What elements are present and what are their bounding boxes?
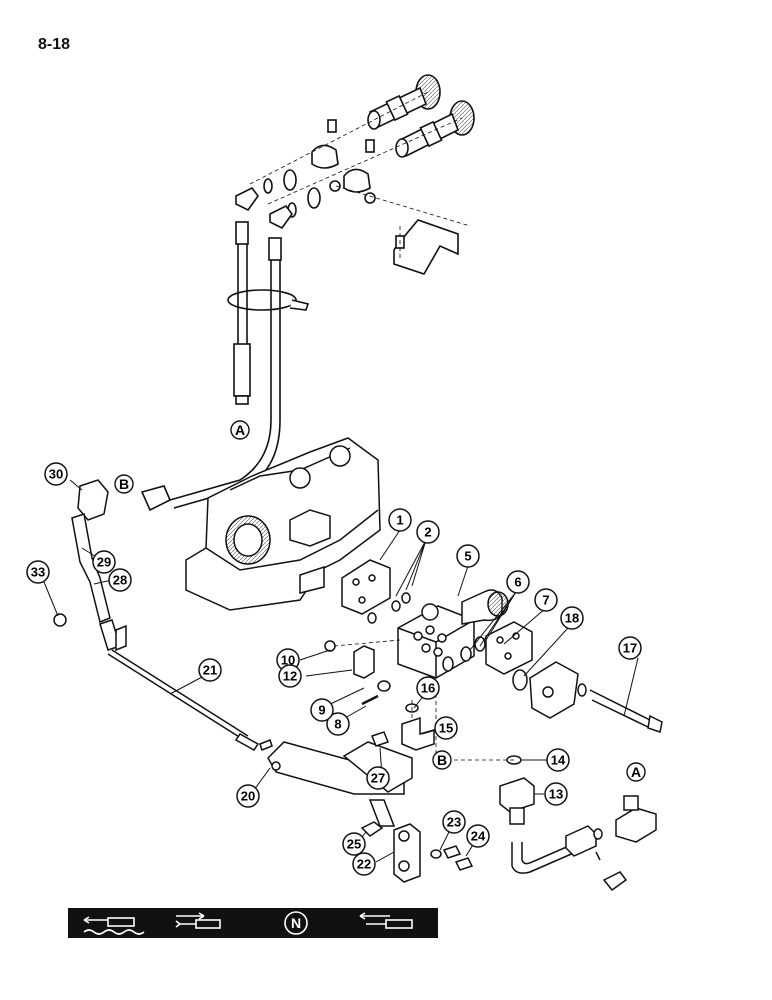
callout-6: 6 — [506, 570, 530, 594]
callout-circle — [416, 676, 440, 700]
callout-5: 5 — [456, 544, 480, 568]
callout-circle — [278, 664, 302, 688]
callout-circle — [326, 712, 350, 736]
callout-23: 23 — [442, 810, 466, 834]
connection-label-text: A — [631, 764, 641, 780]
neutral-icon: N — [284, 911, 308, 935]
callout-circle — [466, 824, 490, 848]
quick-coupler-assembly — [235, 74, 475, 275]
callout-16: 16 — [416, 676, 440, 700]
callout-number: 33 — [31, 565, 45, 580]
callout-21: 21 — [198, 658, 222, 682]
callout-15: 15 — [434, 716, 458, 740]
callout-7: 7 — [534, 588, 558, 612]
callout-number: 10 — [281, 653, 295, 668]
callout-number: 6 — [514, 575, 521, 590]
connection-label-text: B — [119, 476, 129, 492]
callout-circle — [108, 568, 132, 592]
callout-circle — [506, 570, 530, 594]
callout-circle — [44, 462, 68, 486]
callout-number: 17 — [623, 641, 637, 656]
callout-circle — [456, 544, 480, 568]
callout-number: 14 — [551, 753, 566, 768]
callout-circle — [26, 560, 50, 584]
callout-circle — [442, 810, 466, 834]
callout-number: 18 — [565, 611, 579, 626]
callout-29: 29 — [92, 550, 116, 574]
control-valve-body — [324, 559, 663, 825]
callout-number: 21 — [203, 663, 217, 678]
connection-label-b-lower: B — [432, 750, 452, 770]
connection-label-a-lower: A — [626, 762, 646, 782]
callout-12: 12 — [278, 664, 302, 688]
callout-number: 15 — [439, 721, 453, 736]
callout-circle — [342, 832, 366, 856]
callout-number: 30 — [49, 467, 63, 482]
callout-8: 8 — [326, 712, 350, 736]
callout-circle — [560, 606, 584, 630]
callout-circle — [434, 716, 458, 740]
callout-14: 14 — [546, 748, 570, 772]
connection-label-a-upper: A — [230, 420, 250, 440]
callout-33: 33 — [26, 560, 50, 584]
callout-circle — [544, 782, 568, 806]
callout-number: 7 — [542, 593, 549, 608]
callout-number: 27 — [371, 771, 385, 786]
cylinder-extend-icon — [175, 912, 221, 929]
callout-number: 16 — [421, 681, 435, 696]
callout-22: 22 — [352, 852, 376, 876]
connection-label-text: B — [437, 752, 447, 768]
callout-circle — [92, 550, 116, 574]
cylinder-retract-float-icon — [83, 916, 145, 935]
callout-circle — [618, 636, 642, 660]
callout-number: 24 — [471, 829, 486, 844]
cylinder-retract-icon — [359, 912, 413, 929]
callout-number: 13 — [549, 787, 563, 802]
callout-number: 29 — [97, 555, 111, 570]
callout-2: 2 — [416, 520, 440, 544]
callout-number: 20 — [241, 789, 255, 804]
valve-housing — [185, 437, 381, 611]
callout-circle — [416, 520, 440, 544]
callout-number: 23 — [447, 815, 461, 830]
callout-circle — [366, 766, 390, 790]
control-legend: N — [68, 908, 438, 938]
callout-13: 13 — [544, 782, 568, 806]
callout-number: 28 — [113, 573, 127, 588]
callout-18: 18 — [560, 606, 584, 630]
callout-20: 20 — [236, 784, 260, 808]
callout-number: 5 — [464, 549, 471, 564]
callout-circle — [546, 748, 570, 772]
callout-number: 25 — [347, 837, 361, 852]
callout-28: 28 — [108, 568, 132, 592]
callout-number: 9 — [318, 703, 325, 718]
callout-number: 12 — [283, 669, 297, 684]
callout-27: 27 — [366, 766, 390, 790]
callout-30: 30 — [44, 462, 68, 486]
connection-label-text: A — [235, 422, 245, 438]
callout-17: 17 — [618, 636, 642, 660]
lever-linkage — [53, 479, 474, 883]
callout-circle — [198, 658, 222, 682]
callout-number: 1 — [396, 513, 403, 528]
callout-number: 2 — [424, 525, 431, 540]
callout-circle — [310, 698, 334, 722]
callout-group: 1256789101213141516171820212223242527282… — [26, 462, 642, 876]
return-pipe — [511, 795, 657, 892]
callout-9: 9 — [310, 698, 334, 722]
callout-number: 22 — [357, 857, 371, 872]
callout-circle — [236, 784, 260, 808]
callout-circle — [534, 588, 558, 612]
callout-25: 25 — [342, 832, 366, 856]
connection-label-b-upper: B — [114, 474, 134, 494]
neutral-letter: N — [291, 915, 301, 931]
callout-number: 8 — [334, 717, 341, 732]
callout-24: 24 — [466, 824, 490, 848]
callout-circle — [388, 508, 412, 532]
callout-circle — [352, 852, 376, 876]
hydraulic-hoses — [140, 221, 310, 512]
callout-1: 1 — [388, 508, 412, 532]
page-number: 8-18 — [38, 36, 71, 53]
